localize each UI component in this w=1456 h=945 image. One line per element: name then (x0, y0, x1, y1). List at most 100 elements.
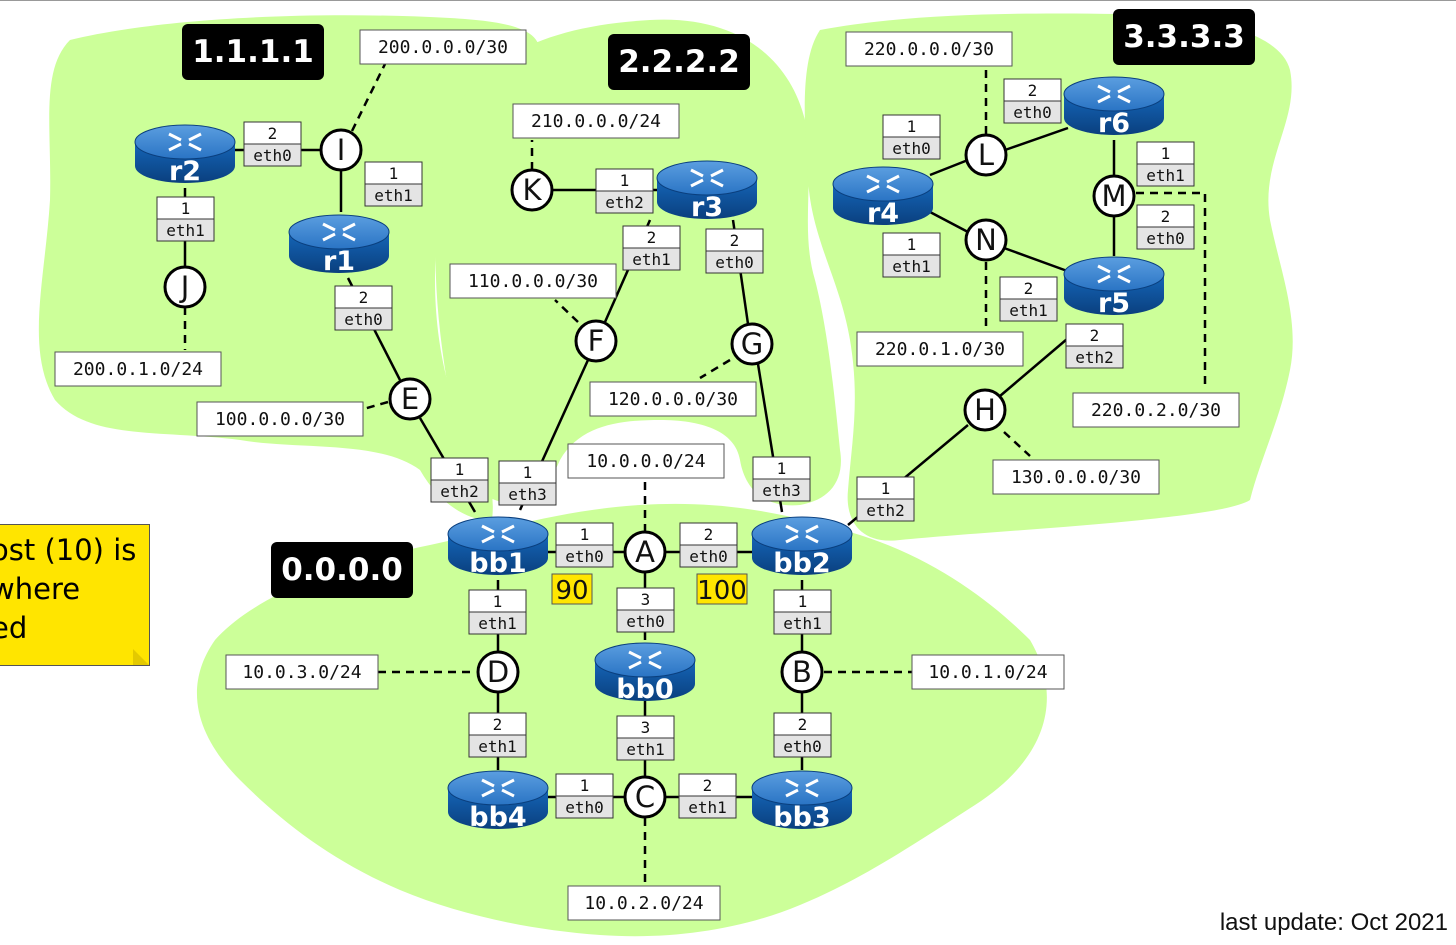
svg-text:100.0.0.0/30: 100.0.0.0/30 (215, 409, 345, 430)
area-label-2: 2.2.2.2 (608, 34, 750, 90)
port-bb2-eth3: 1 eth3 (752, 456, 811, 502)
router-arrows-icon (1097, 84, 1131, 104)
svg-text:eth0: eth0 (783, 737, 822, 756)
router-r6-label: r6 (1098, 108, 1130, 139)
subnet-10-0-0-0: 10.0.0.0/24 (567, 443, 725, 479)
dash-G-120-0-0-0 (699, 358, 731, 380)
router-r6[interactable]: r6 (1063, 76, 1165, 139)
svg-text:1: 1 (907, 117, 917, 136)
svg-text:1: 1 (1161, 144, 1171, 163)
svg-text:2: 2 (1090, 326, 1100, 345)
port-r4-eth0: 1 eth0 (882, 114, 941, 160)
svg-text:C: C (635, 780, 655, 814)
dash-F-110-0-0-0 (554, 299, 579, 323)
router-arrows-icon (322, 222, 356, 242)
svg-text:eth1: eth1 (783, 614, 822, 633)
node-G: G (730, 322, 774, 366)
svg-text:110.0.0.0/30: 110.0.0.0/30 (468, 271, 598, 292)
svg-text:1: 1 (455, 460, 465, 479)
svg-text:3: 3 (641, 590, 651, 609)
svg-text:A: A (635, 535, 655, 569)
router-bb4[interactable]: bb4 (447, 770, 549, 833)
svg-text:eth1: eth1 (688, 798, 727, 817)
svg-text:eth0: eth0 (626, 612, 665, 631)
node-M: M (1092, 174, 1136, 218)
svg-text:E: E (401, 382, 419, 416)
router-bb2-label: bb2 (773, 548, 830, 579)
subnet-110-0-0-0: 110.0.0.0/30 (449, 263, 617, 299)
router-bb2[interactable]: bb2 (751, 516, 853, 579)
svg-text:eth1: eth1 (892, 257, 931, 276)
router-arrows-icon (168, 132, 202, 152)
router-bb0-label: bb0 (616, 674, 673, 705)
router-r2[interactable]: r2 (134, 124, 236, 187)
svg-text:eth2: eth2 (866, 501, 905, 520)
network-nodes: A B C D E F G H I J K L M N (163, 128, 1136, 819)
subnet-labels: 200.0.0.0/30 200.0.1.0/24 100.0.0.0/30 2… (54, 29, 1240, 921)
dash-H-130-0-0-0 (1003, 431, 1031, 457)
node-E: E (388, 377, 432, 421)
router-bb0[interactable]: bb0 (594, 642, 696, 705)
router-bb1-label: bb1 (469, 548, 526, 579)
router-r3[interactable]: r3 (656, 160, 758, 223)
svg-text:1: 1 (777, 459, 787, 478)
node-N: N (964, 218, 1008, 262)
router-r4-label: r4 (867, 198, 899, 229)
svg-text:100: 100 (697, 576, 747, 606)
top-border (0, 0, 1456, 1)
svg-text:K: K (522, 173, 542, 207)
router-arrows-icon (481, 524, 515, 544)
svg-text:F: F (588, 324, 605, 358)
node-I: I (319, 128, 363, 172)
router-arrows-icon (785, 778, 819, 798)
svg-text:130.0.0.0/30: 130.0.0.0/30 (1011, 467, 1141, 488)
subnet-10-0-1-0: 10.0.1.0/24 (911, 654, 1065, 690)
router-r5[interactable]: r5 (1063, 256, 1165, 319)
subnet-130-0-0-0: 130.0.0.0/30 (992, 459, 1160, 495)
router-bb1[interactable]: bb1 (447, 516, 549, 579)
svg-text:G: G (741, 327, 763, 361)
svg-text:1: 1 (620, 171, 630, 190)
svg-text:2: 2 (798, 715, 808, 734)
svg-text:210.0.0.0/24: 210.0.0.0/24 (531, 111, 661, 132)
router-arrows-icon (481, 778, 515, 798)
node-K: K (510, 168, 554, 212)
svg-text:200.0.0.0/30: 200.0.0.0/30 (378, 37, 508, 58)
router-bb3-label: bb3 (773, 802, 830, 833)
router-arrows-icon (866, 174, 900, 194)
svg-text:90: 90 (555, 576, 588, 606)
svg-text:220.0.2.0/30: 220.0.2.0/30 (1091, 400, 1221, 421)
svg-text:2: 2 (703, 776, 713, 795)
svg-text:eth1: eth1 (374, 186, 413, 205)
area-label-3: 3.3.3.3 (1113, 9, 1255, 65)
svg-text:eth2: eth2 (1075, 348, 1114, 367)
svg-text:eth0: eth0 (344, 310, 383, 329)
link-r4-L (929, 158, 969, 177)
subnet-100-0-0-0: 100.0.0.0/30 (196, 401, 364, 437)
router-r1[interactable]: r1 (288, 214, 390, 277)
svg-text:2: 2 (1028, 81, 1038, 100)
svg-text:220.0.0.0/30: 220.0.0.0/30 (864, 39, 994, 60)
note-fold-corner (133, 649, 149, 665)
port-bb3-eth0: 2 eth0 (773, 712, 832, 758)
svg-text:L: L (978, 138, 994, 172)
router-bb3[interactable]: bb3 (751, 770, 853, 833)
node-D: D (476, 650, 520, 694)
svg-text:B: B (792, 655, 812, 689)
port-bb0-eth0: 3 eth0 (616, 587, 675, 633)
router-r2-label: r2 (169, 156, 201, 187)
svg-text:eth0: eth0 (892, 139, 931, 158)
svg-text:1: 1 (493, 592, 503, 611)
svg-text:eth3: eth3 (762, 481, 801, 500)
router-r4[interactable]: r4 (832, 166, 934, 229)
